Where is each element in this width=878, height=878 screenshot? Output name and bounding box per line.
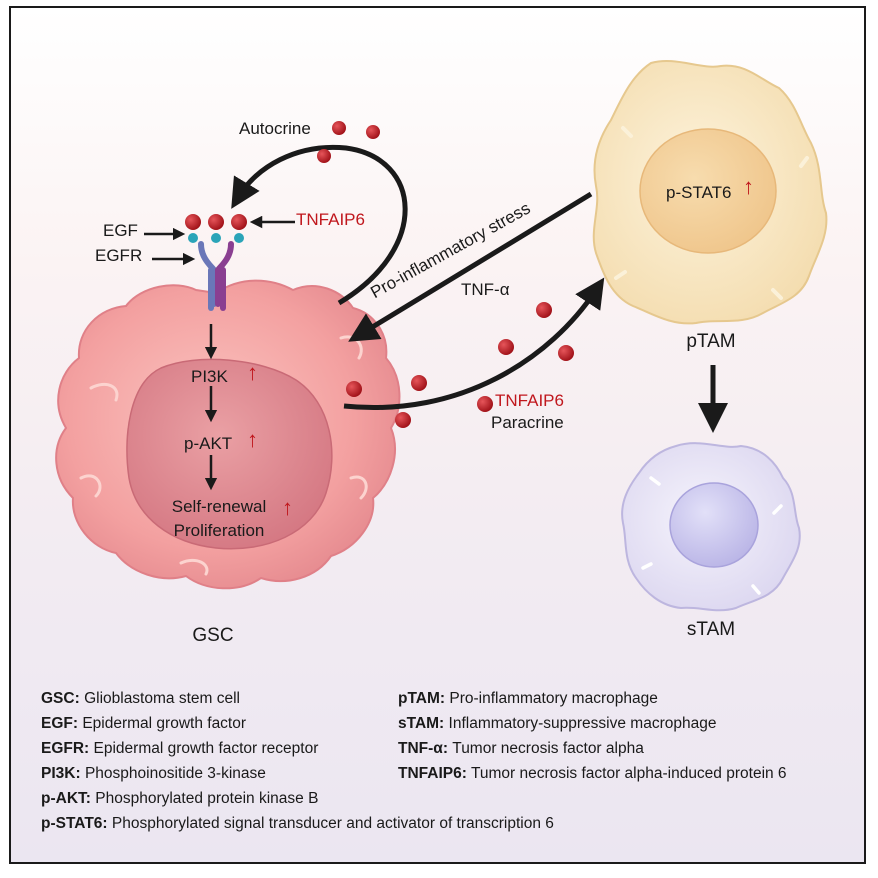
legend-item-p-akt: p-AKT: Phosphorylated protein kinase B — [41, 790, 319, 807]
receptor-dot — [188, 233, 198, 243]
tnfaip6-paracrine-label: TNFAIP6 — [495, 391, 564, 410]
tnf-alpha-arrow — [348, 191, 593, 342]
stam-nucleus — [669, 482, 759, 568]
gsc-texture — [179, 558, 209, 576]
legend-item-stam: sTAM: Inflammatory-suppressive macrophag… — [398, 715, 717, 732]
tnfaip6-particles — [317, 121, 574, 428]
paracrine-label: Paracrine — [491, 413, 564, 432]
ptam-label: pTAM — [686, 331, 736, 352]
autocrine-arrow — [231, 144, 408, 306]
legend-item-tnfaip6: TNFAIP6: Tumor necrosis factor alpha-ind… — [398, 765, 787, 782]
legend-item-egfr: EGFR: Epidermal growth factor receptor — [41, 740, 319, 757]
p-stat6-label: p-STAT6 — [666, 183, 732, 202]
self-renewal-up-arrow: ↑ — [282, 495, 293, 520]
autocrine-label: Autocrine — [239, 119, 311, 138]
legend-item-gsc: GSC: Glioblastoma stem cell — [41, 690, 240, 707]
stam-cell — [621, 442, 801, 612]
tnfaip6-label-top: TNFAIP6 — [296, 210, 365, 229]
p-akt-up-arrow: ↑ — [247, 427, 258, 452]
legend-item-ptam: pTAM: Pro-inflammatory macrophage — [398, 690, 658, 707]
egfr-label: EGFR — [95, 246, 143, 265]
p-stat6-up-arrow: ↑ — [743, 174, 754, 199]
gsc-nucleus — [126, 358, 333, 550]
ptam-nucleus — [639, 128, 777, 254]
ptam-cell — [592, 60, 828, 325]
diagram-artwork — [55, 60, 828, 612]
pi3k-label: PI3K — [191, 367, 228, 386]
egfr-receptor — [188, 233, 244, 311]
figure-frame: Autocrine EGF EGFR TNFAIP6 Pro-inflammat… — [9, 6, 866, 864]
receptor-dot — [211, 233, 221, 243]
gsc-label: GSC — [192, 625, 234, 646]
gsc-cell — [55, 279, 401, 590]
legend-item-pi3k: PI3K: Phosphoinositide 3-kinase — [41, 765, 266, 782]
gsc-texture — [349, 475, 368, 500]
gsc-texture — [79, 474, 102, 498]
legend-item-p-stat6: p-STAT6: Phosphorylated signal transduce… — [41, 815, 554, 832]
legend: GSC: Glioblastoma stem cell EGF: Epiderm… — [11, 8, 864, 862]
egf-ligands — [185, 214, 247, 230]
tnf-alpha-label: TNF-α — [461, 280, 510, 299]
proliferation-label: Proliferation — [173, 521, 265, 540]
gsc-texture — [89, 383, 119, 402]
p-akt-label: p-AKT — [184, 434, 233, 453]
pi3k-up-arrow: ↑ — [247, 360, 258, 385]
self-renewal-label: Self-renewal — [171, 497, 267, 516]
legend-item-egf: EGF: Epidermal growth factor — [41, 715, 247, 732]
receptor-dot — [234, 233, 244, 243]
stam-label: sTAM — [686, 619, 736, 640]
egf-label: EGF — [103, 221, 138, 240]
paracrine-arrow — [343, 277, 605, 410]
legend-item-tnf-alpha: TNF-α: Tumor necrosis factor alpha — [398, 740, 644, 757]
